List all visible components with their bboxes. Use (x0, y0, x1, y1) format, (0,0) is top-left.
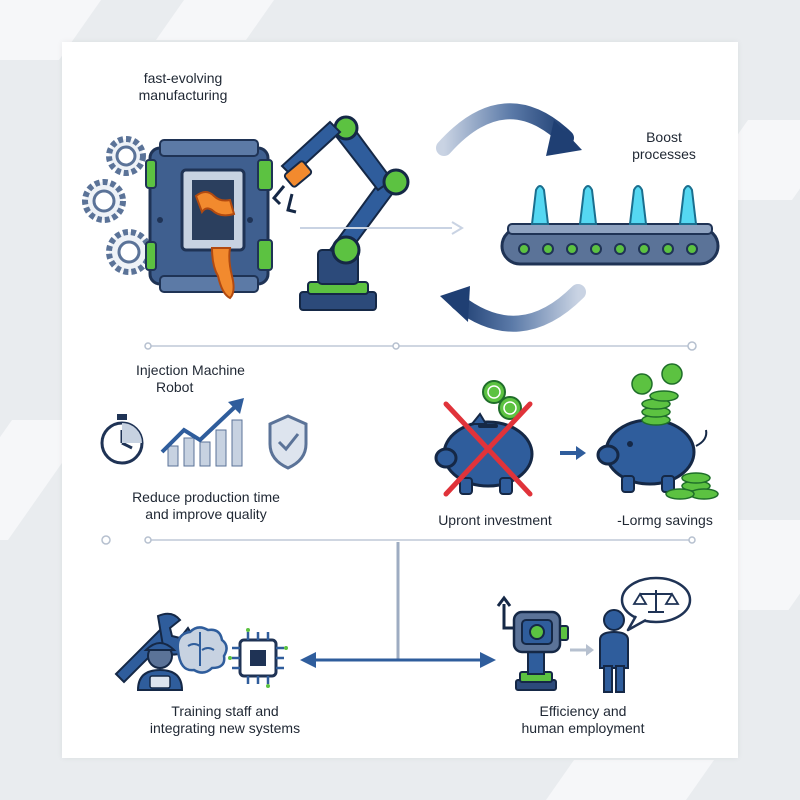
coin-icon (482, 380, 522, 420)
stopwatch-icon (100, 414, 144, 465)
shield-check-icon (268, 414, 308, 470)
conveyor-icon (500, 185, 720, 266)
training-line: Training staff and (171, 703, 279, 719)
section-title: fast-evolving manufacturing (108, 70, 258, 104)
injection-machine-icon (145, 139, 273, 300)
cycle-arrows-icon (436, 103, 586, 332)
efficiency-line: human employment (521, 720, 645, 736)
reduce-line: Reduce production time (132, 489, 280, 505)
machine-line: Robot (156, 379, 194, 395)
gear-icon (106, 136, 146, 176)
growth-chart-icon (160, 398, 244, 467)
arrow-right-icon (570, 644, 594, 656)
brain-icon (176, 626, 228, 674)
training-line: integrating new systems (149, 720, 301, 736)
branch-connector (300, 542, 496, 668)
reduce-label: Reduce production time and improve quali… (96, 489, 316, 523)
scales-icon (632, 590, 680, 613)
arrow-right-icon (560, 446, 586, 460)
efficiency-label: Efficiency and human employment (498, 703, 668, 737)
long-savings-label: -Lormg savings (617, 512, 713, 528)
gear-icon (106, 229, 152, 275)
robot-icon (496, 595, 569, 691)
divider-line (144, 341, 697, 351)
worker-icon (136, 642, 184, 691)
reduce-line: and improve quality (145, 506, 267, 522)
title-line: manufacturing (138, 87, 228, 103)
title-line: fast-evolving (143, 70, 223, 86)
machine-line: Injection Machine (136, 362, 245, 378)
efficiency-line: Efficiency and (539, 703, 627, 719)
divider-line (101, 535, 696, 545)
gear-icon (82, 179, 126, 223)
person-icon (599, 609, 629, 693)
cross-icon (443, 401, 533, 497)
upfront-investment-label: Upront investment (438, 512, 552, 528)
chip-icon (228, 628, 288, 688)
training-label: Training staff and integrating new syste… (120, 703, 330, 737)
coin-icon (631, 363, 719, 500)
boost-label: Boost processes (614, 129, 714, 163)
machine-robot-label: Injection Machine Robot (136, 362, 296, 396)
boost-line: Boost (646, 129, 682, 145)
boost-line: processes (632, 146, 696, 162)
robot-arm-icon (271, 115, 410, 311)
